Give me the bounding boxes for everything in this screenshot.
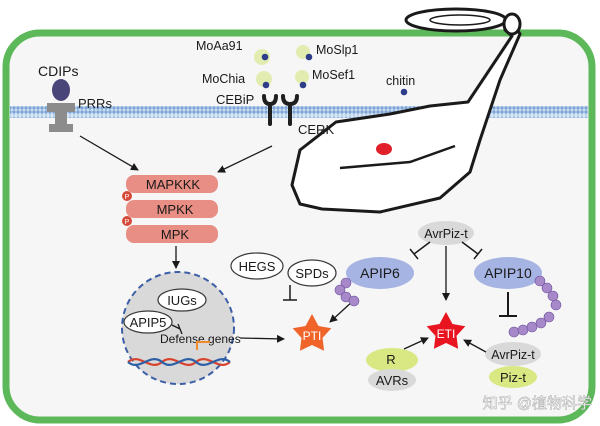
apip10-ub-chain xyxy=(534,275,562,311)
mochia-label: MoChia xyxy=(202,72,245,86)
apip5-label: APIP5 xyxy=(130,315,167,330)
apip6-label: APIP6 xyxy=(360,265,400,281)
mochia-dot xyxy=(262,81,270,89)
mosef1-label: MoSef1 xyxy=(312,68,355,82)
defense-genes-label: Defense genes xyxy=(160,332,241,346)
apip5-oval xyxy=(123,310,173,334)
mapkkk-box xyxy=(126,175,218,193)
nucleus-to-pti-arrow xyxy=(239,334,285,343)
cdips-label: CDIPs xyxy=(38,63,78,79)
chitin-dot xyxy=(400,88,408,96)
piz-ub-chain xyxy=(508,311,555,338)
piz-green-oval xyxy=(489,366,537,388)
iugs-label: IUGs xyxy=(167,293,197,308)
iugs-oval xyxy=(157,288,207,312)
cdips-molecule xyxy=(52,79,70,101)
cebip-receptor xyxy=(262,94,278,126)
fungal-hypha xyxy=(290,20,522,214)
apip5-inhibit xyxy=(171,323,183,335)
avrpiz-inhibit-apip10 xyxy=(461,241,483,260)
r-green-oval xyxy=(366,348,418,372)
mosef1-glow xyxy=(295,70,309,84)
avrpiz-top-label: AvrPiz-t xyxy=(424,227,468,241)
apip10-inhibit xyxy=(499,292,517,317)
avrs-oval xyxy=(368,369,416,391)
apip10-label: APIP10 xyxy=(484,265,532,281)
moslp1-dot xyxy=(305,53,313,61)
moslp1-label: MoSlp1 xyxy=(316,43,358,57)
avrs-label: AVRs xyxy=(376,373,409,388)
cerk-label: CERK xyxy=(298,122,334,137)
apip6-ub-chain xyxy=(334,277,360,307)
apip6-oval xyxy=(346,257,414,289)
piz-to-eti-arrow xyxy=(463,339,487,353)
hypha-inner-line xyxy=(339,144,456,170)
r-to-eti-arrow xyxy=(403,337,429,350)
cerk-to-mapk-arrow xyxy=(217,145,273,173)
dna-strand-blue xyxy=(127,358,231,366)
pti-star xyxy=(292,314,332,351)
watermark: 知乎 @植物科学 xyxy=(483,395,592,412)
chitin-label: chitin xyxy=(386,74,415,88)
spds-oval xyxy=(287,259,337,287)
conidium xyxy=(404,7,508,33)
moaa91-dot xyxy=(261,53,269,61)
spds-label: SPDs xyxy=(295,266,329,281)
mpk-label: MPK xyxy=(161,227,190,242)
avrpiz-inhibit-apip6 xyxy=(409,241,431,260)
pti-label: PTI xyxy=(303,329,322,343)
prrs-label: PRRs xyxy=(78,96,112,111)
hegs-label: HEGS xyxy=(239,259,276,274)
avrpiz-bottom-oval xyxy=(485,342,541,366)
gene-arrow xyxy=(196,341,210,350)
mpkk-box xyxy=(126,200,218,218)
conidium-tip xyxy=(502,12,522,36)
cerk-receptor xyxy=(281,94,299,126)
mapkkk-label: MAPKKK xyxy=(146,177,201,192)
piz-label: Piz-t xyxy=(500,370,526,385)
eti-star xyxy=(426,312,466,349)
moaa91-label: MoAa91 xyxy=(196,39,243,53)
prrs-receptor xyxy=(47,103,75,132)
mosef1-dot xyxy=(299,81,307,89)
eti-label: ETI xyxy=(437,327,456,341)
apip10-oval xyxy=(474,257,542,289)
hegs-inhibit xyxy=(283,285,297,301)
conidium-inner xyxy=(429,14,491,26)
hegs-oval xyxy=(230,252,284,280)
penetration-peg xyxy=(376,143,392,155)
phospho-label-1: P xyxy=(125,194,130,201)
phospho-1 xyxy=(122,191,132,201)
cebip-label: CEBiP xyxy=(216,92,254,107)
prrs-to-mapk-arrow xyxy=(79,135,139,171)
avrpiz-top-oval xyxy=(418,221,474,245)
avrpiz-bottom-label: AvrPiz-t xyxy=(491,348,535,362)
mpkk-label: MPKK xyxy=(157,202,194,217)
r-label: R xyxy=(386,352,395,367)
phospho-label-2: P xyxy=(125,219,130,226)
phospho-2 xyxy=(122,216,132,226)
mpk-box xyxy=(126,225,218,243)
